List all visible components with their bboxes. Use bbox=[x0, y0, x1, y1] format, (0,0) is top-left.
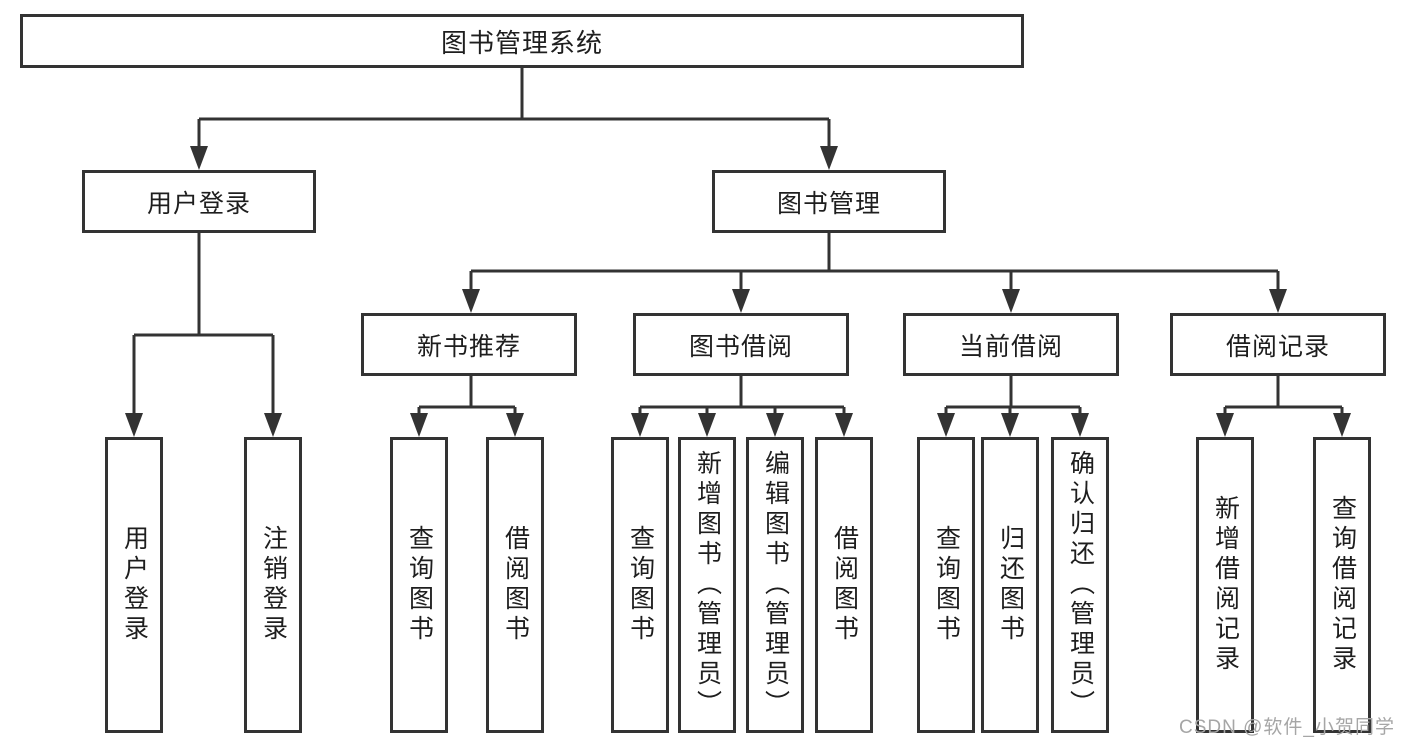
node-recommend-query-books: 查询图书 bbox=[390, 437, 448, 733]
node-current-confirm-return-admin-label: 确认归还（管理员） bbox=[1066, 450, 1095, 720]
node-user-login-action-label: 用户登录 bbox=[120, 525, 149, 645]
node-borrow-edit-books-admin: 编辑图书（管理员） bbox=[746, 437, 804, 733]
arrowhead-icon bbox=[835, 413, 853, 437]
arrowhead-icon bbox=[732, 289, 750, 313]
node-recommend-query-books-label: 查询图书 bbox=[405, 525, 434, 645]
node-root: 图书管理系统 bbox=[20, 14, 1024, 68]
node-borrow-edit-books-admin-label: 编辑图书（管理员） bbox=[761, 450, 790, 720]
arrowhead-icon bbox=[766, 413, 784, 437]
node-user-login: 用户登录 bbox=[82, 170, 316, 233]
node-current-query-books: 查询图书 bbox=[917, 437, 975, 733]
node-borrow-records-label: 借阅记录 bbox=[1225, 332, 1330, 361]
node-current-query-books-label: 查询图书 bbox=[932, 525, 961, 645]
node-root-label: 图书管理系统 bbox=[440, 27, 603, 58]
node-new-book-recommend: 新书推荐 bbox=[361, 313, 577, 376]
node-user-login-label: 用户登录 bbox=[146, 189, 251, 218]
node-book-borrow-label: 图书借阅 bbox=[688, 332, 793, 361]
node-new-book-recommend-label: 新书推荐 bbox=[416, 332, 521, 361]
node-records-add-record: 新增借阅记录 bbox=[1196, 437, 1254, 733]
node-records-add-record-label: 新增借阅记录 bbox=[1211, 495, 1240, 675]
arrowhead-icon bbox=[698, 413, 716, 437]
node-borrow-add-books-admin-label: 新增图书（管理员） bbox=[693, 450, 722, 720]
arrowhead-icon bbox=[125, 413, 143, 437]
arrowhead-icon bbox=[1216, 413, 1234, 437]
node-current-borrow-label: 当前借阅 bbox=[958, 332, 1063, 361]
connector-book-management-to-level3 bbox=[469, 233, 1280, 305]
arrowhead-icon bbox=[264, 413, 282, 437]
node-records-query-record: 查询借阅记录 bbox=[1313, 437, 1371, 733]
connector-borrow-records-to-leaves bbox=[1223, 376, 1344, 429]
connector-book-borrow-to-leaves bbox=[638, 376, 846, 429]
arrowhead-icon bbox=[190, 146, 208, 170]
connector-user-login-to-leaves bbox=[132, 233, 275, 429]
node-logout-action-label: 注销登录 bbox=[259, 525, 288, 645]
node-borrow-query-books-label: 查询图书 bbox=[626, 525, 655, 645]
node-book-management: 图书管理 bbox=[712, 170, 946, 233]
node-recommend-borrow-books: 借阅图书 bbox=[486, 437, 544, 733]
connector-new-book-recommend-to-leaves bbox=[417, 376, 517, 429]
node-borrow-query-books: 查询图书 bbox=[611, 437, 669, 733]
arrowhead-icon bbox=[1333, 413, 1351, 437]
node-current-return-books: 归还图书 bbox=[981, 437, 1039, 733]
node-current-confirm-return-admin: 确认归还（管理员） bbox=[1051, 437, 1109, 733]
node-records-query-record-label: 查询借阅记录 bbox=[1328, 495, 1357, 675]
node-borrow-records: 借阅记录 bbox=[1170, 313, 1386, 376]
arrowhead-icon bbox=[506, 413, 524, 437]
arrowhead-icon bbox=[1001, 413, 1019, 437]
arrowhead-icon bbox=[820, 146, 838, 170]
node-borrow-borrow-books: 借阅图书 bbox=[815, 437, 873, 733]
node-borrow-add-books-admin: 新增图书（管理员） bbox=[678, 437, 736, 733]
watermark: CSDN @软件_小贺同学 bbox=[1179, 717, 1395, 738]
arrowheads bbox=[125, 146, 1351, 437]
node-current-return-books-label: 归还图书 bbox=[996, 525, 1025, 645]
node-book-borrow: 图书借阅 bbox=[633, 313, 849, 376]
arrowhead-icon bbox=[462, 289, 480, 313]
node-borrow-borrow-books-label: 借阅图书 bbox=[830, 525, 859, 645]
connector-root-to-level2 bbox=[197, 67, 831, 162]
node-recommend-borrow-books-label: 借阅图书 bbox=[501, 525, 530, 645]
node-logout-action: 注销登录 bbox=[244, 437, 302, 733]
node-current-borrow: 当前借阅 bbox=[903, 313, 1119, 376]
arrowhead-icon bbox=[631, 413, 649, 437]
arrowhead-icon bbox=[410, 413, 428, 437]
arrowhead-icon bbox=[937, 413, 955, 437]
arrowhead-icon bbox=[1071, 413, 1089, 437]
node-user-login-action: 用户登录 bbox=[105, 437, 163, 733]
arrowhead-icon bbox=[1269, 289, 1287, 313]
node-book-management-label: 图书管理 bbox=[776, 189, 881, 218]
arrowhead-icon bbox=[1002, 289, 1020, 313]
